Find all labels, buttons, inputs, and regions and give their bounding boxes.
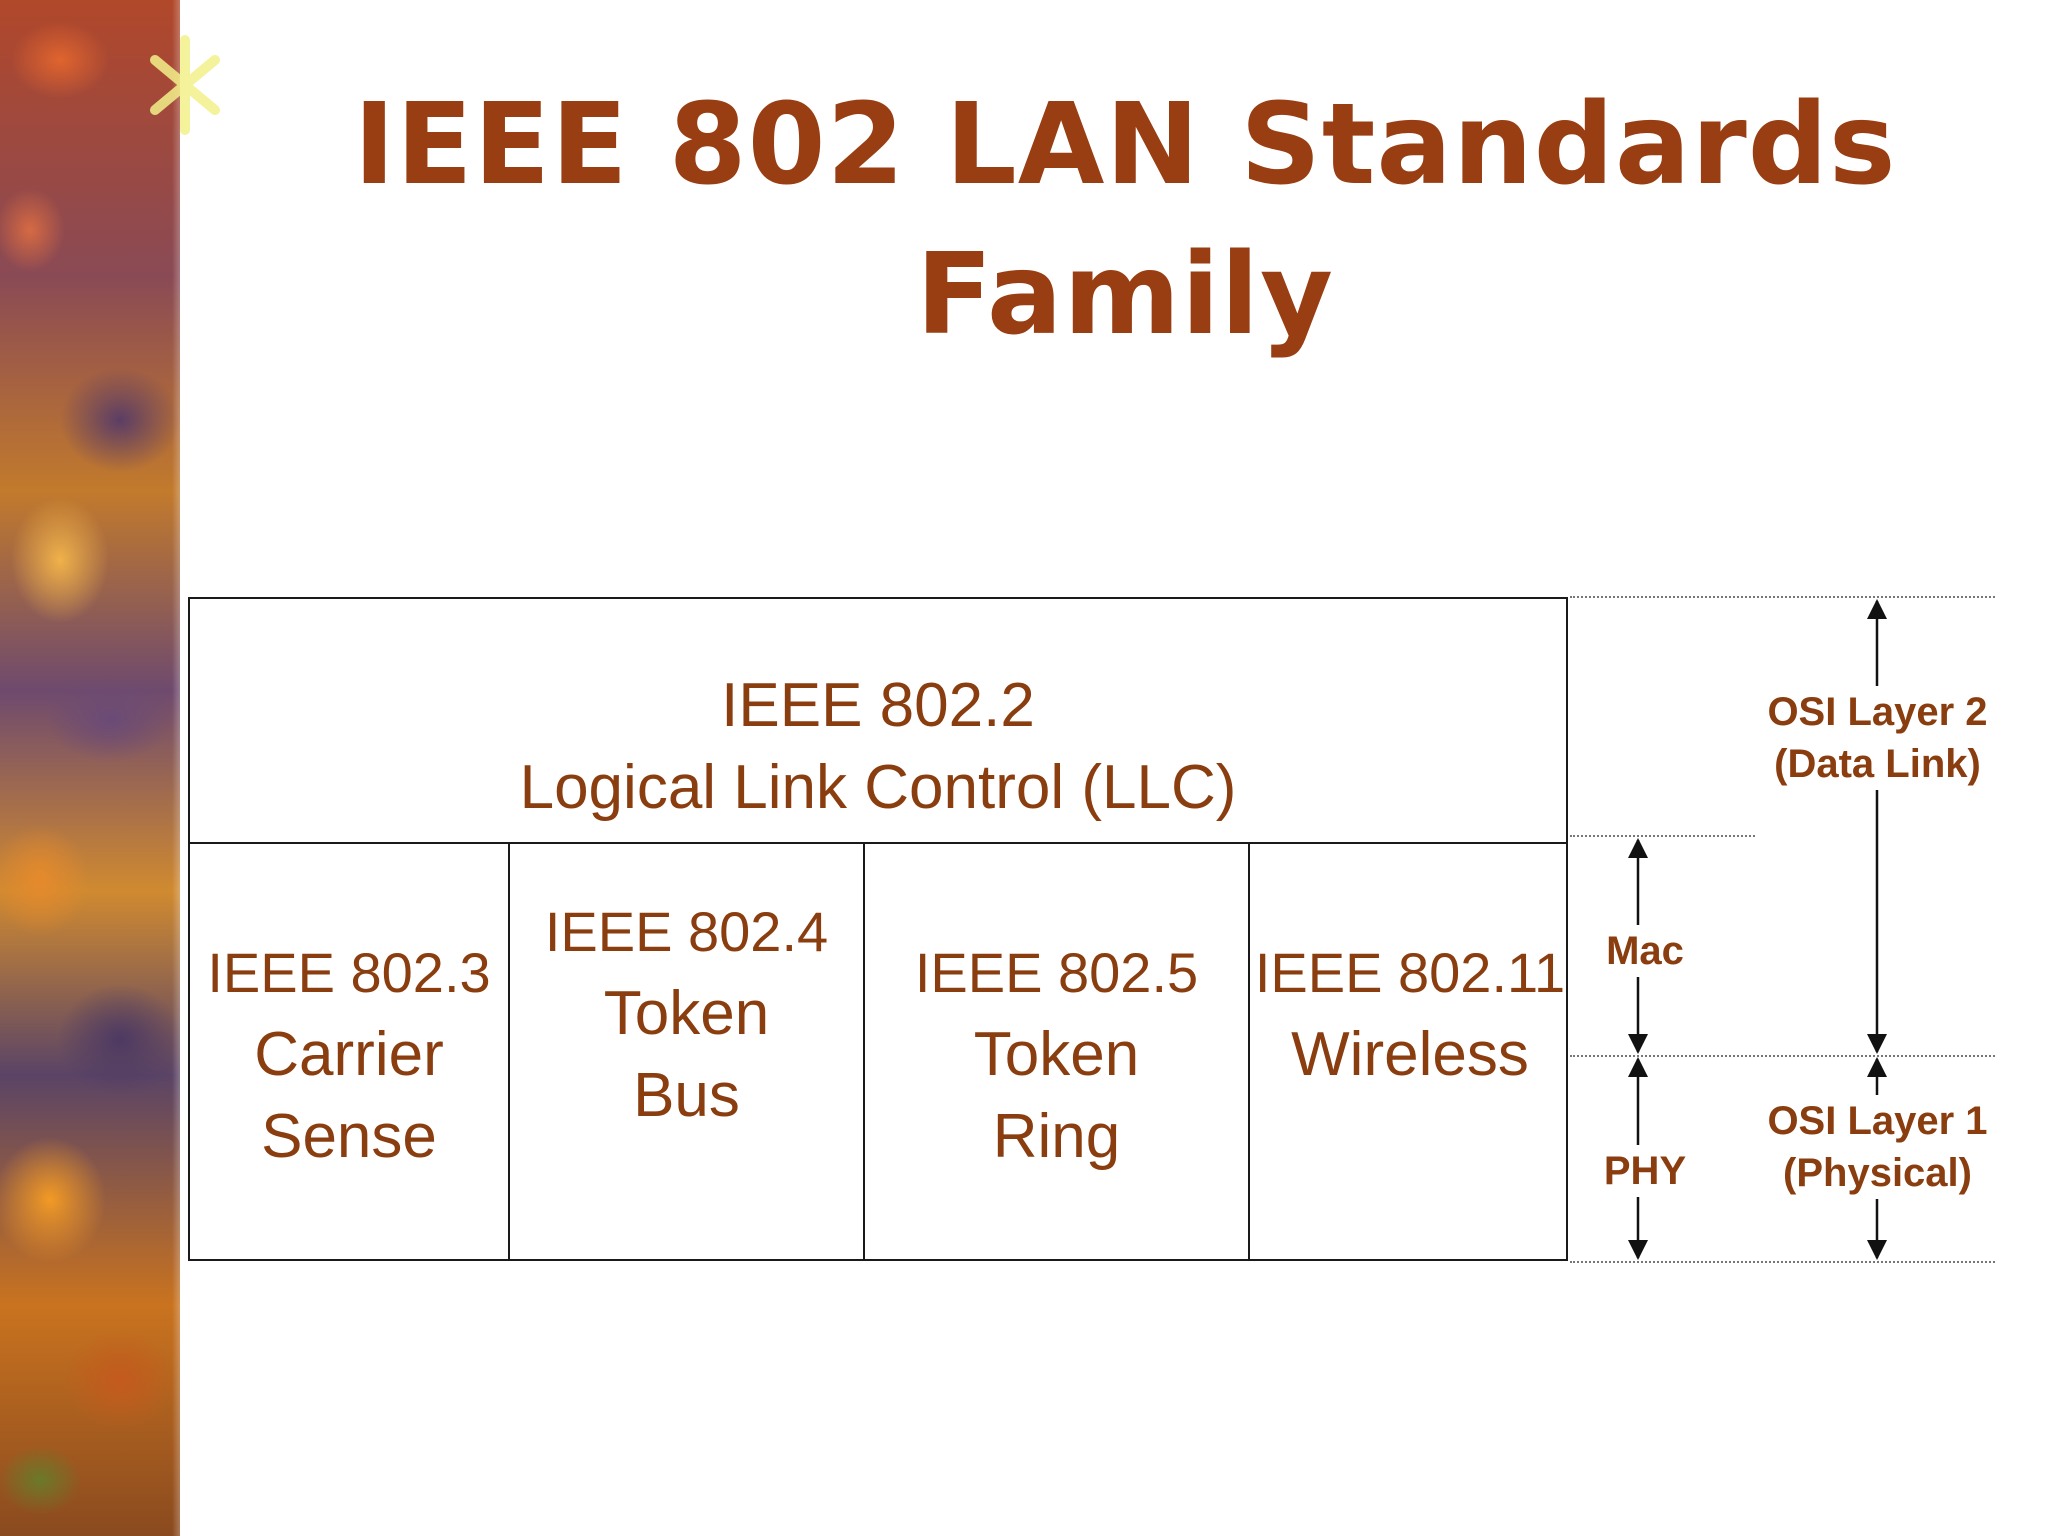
- standard-code: IEEE 802.4: [544, 900, 829, 963]
- llc-box: [188, 597, 1568, 844]
- osi-layer1-label: OSI Layer 1 (Physical): [1745, 1095, 2010, 1199]
- llc-name: Logical Link Control (LLC): [519, 753, 1237, 822]
- mac-sublayer-label: Mac: [1595, 925, 1695, 977]
- osi-layer2-label: OSI Layer 2 (Data Link): [1745, 686, 2010, 790]
- osi-layer1-line2: (Physical): [1783, 1151, 1972, 1195]
- standard-line1: Token: [603, 979, 770, 1048]
- mac-top-guide: [1570, 835, 1755, 837]
- standard-code: IEEE 802.3: [207, 941, 491, 1004]
- title-line-2: Family: [915, 230, 1334, 360]
- standard-line1: Wireless: [1291, 1020, 1529, 1089]
- decorative-side-strip: [0, 0, 180, 1536]
- standard-802-11: IEEE 802.11 Wireless: [1250, 932, 1570, 1096]
- layer1-bottom-guide: [1570, 1261, 1995, 1263]
- standard-box-802-11: [1248, 843, 1568, 1261]
- decorative-star-icon: [150, 35, 220, 135]
- standard-code: IEEE 802.5: [914, 941, 1199, 1004]
- standard-line2: Bus: [633, 1061, 740, 1130]
- layer-boundary-guide: [1570, 1055, 1995, 1057]
- standard-code: IEEE 802.11: [1254, 941, 1566, 1004]
- layer2-top-guide: [1570, 596, 1995, 598]
- osi-layer1-line1: OSI Layer 1: [1767, 1099, 1988, 1143]
- standard-802-4: IEEE 802.4 Token Bus: [518, 891, 855, 1137]
- standard-802-5: IEEE 802.5 Token Ring: [873, 932, 1240, 1178]
- llc-label: IEEE 802.2 Logical Link Control (LLC): [188, 665, 1568, 829]
- title-line-1: IEEE 802 LAN Standards: [353, 80, 1897, 210]
- osi-layer2-line1: OSI Layer 2: [1767, 690, 1988, 734]
- phy-sublayer-label: PHY: [1595, 1145, 1695, 1197]
- standard-802-3: IEEE 802.3 Carrier Sense: [198, 932, 500, 1178]
- osi-layer2-line2: (Data Link): [1774, 742, 1981, 786]
- standard-line2: Ring: [992, 1102, 1121, 1171]
- standard-line1: Carrier: [254, 1020, 444, 1089]
- standard-line1: Token: [973, 1020, 1140, 1089]
- slide-title: IEEE 802 LAN Standards Family: [260, 70, 1990, 370]
- llc-code: IEEE 802.2: [721, 671, 1035, 740]
- standard-line2: Sense: [261, 1102, 437, 1171]
